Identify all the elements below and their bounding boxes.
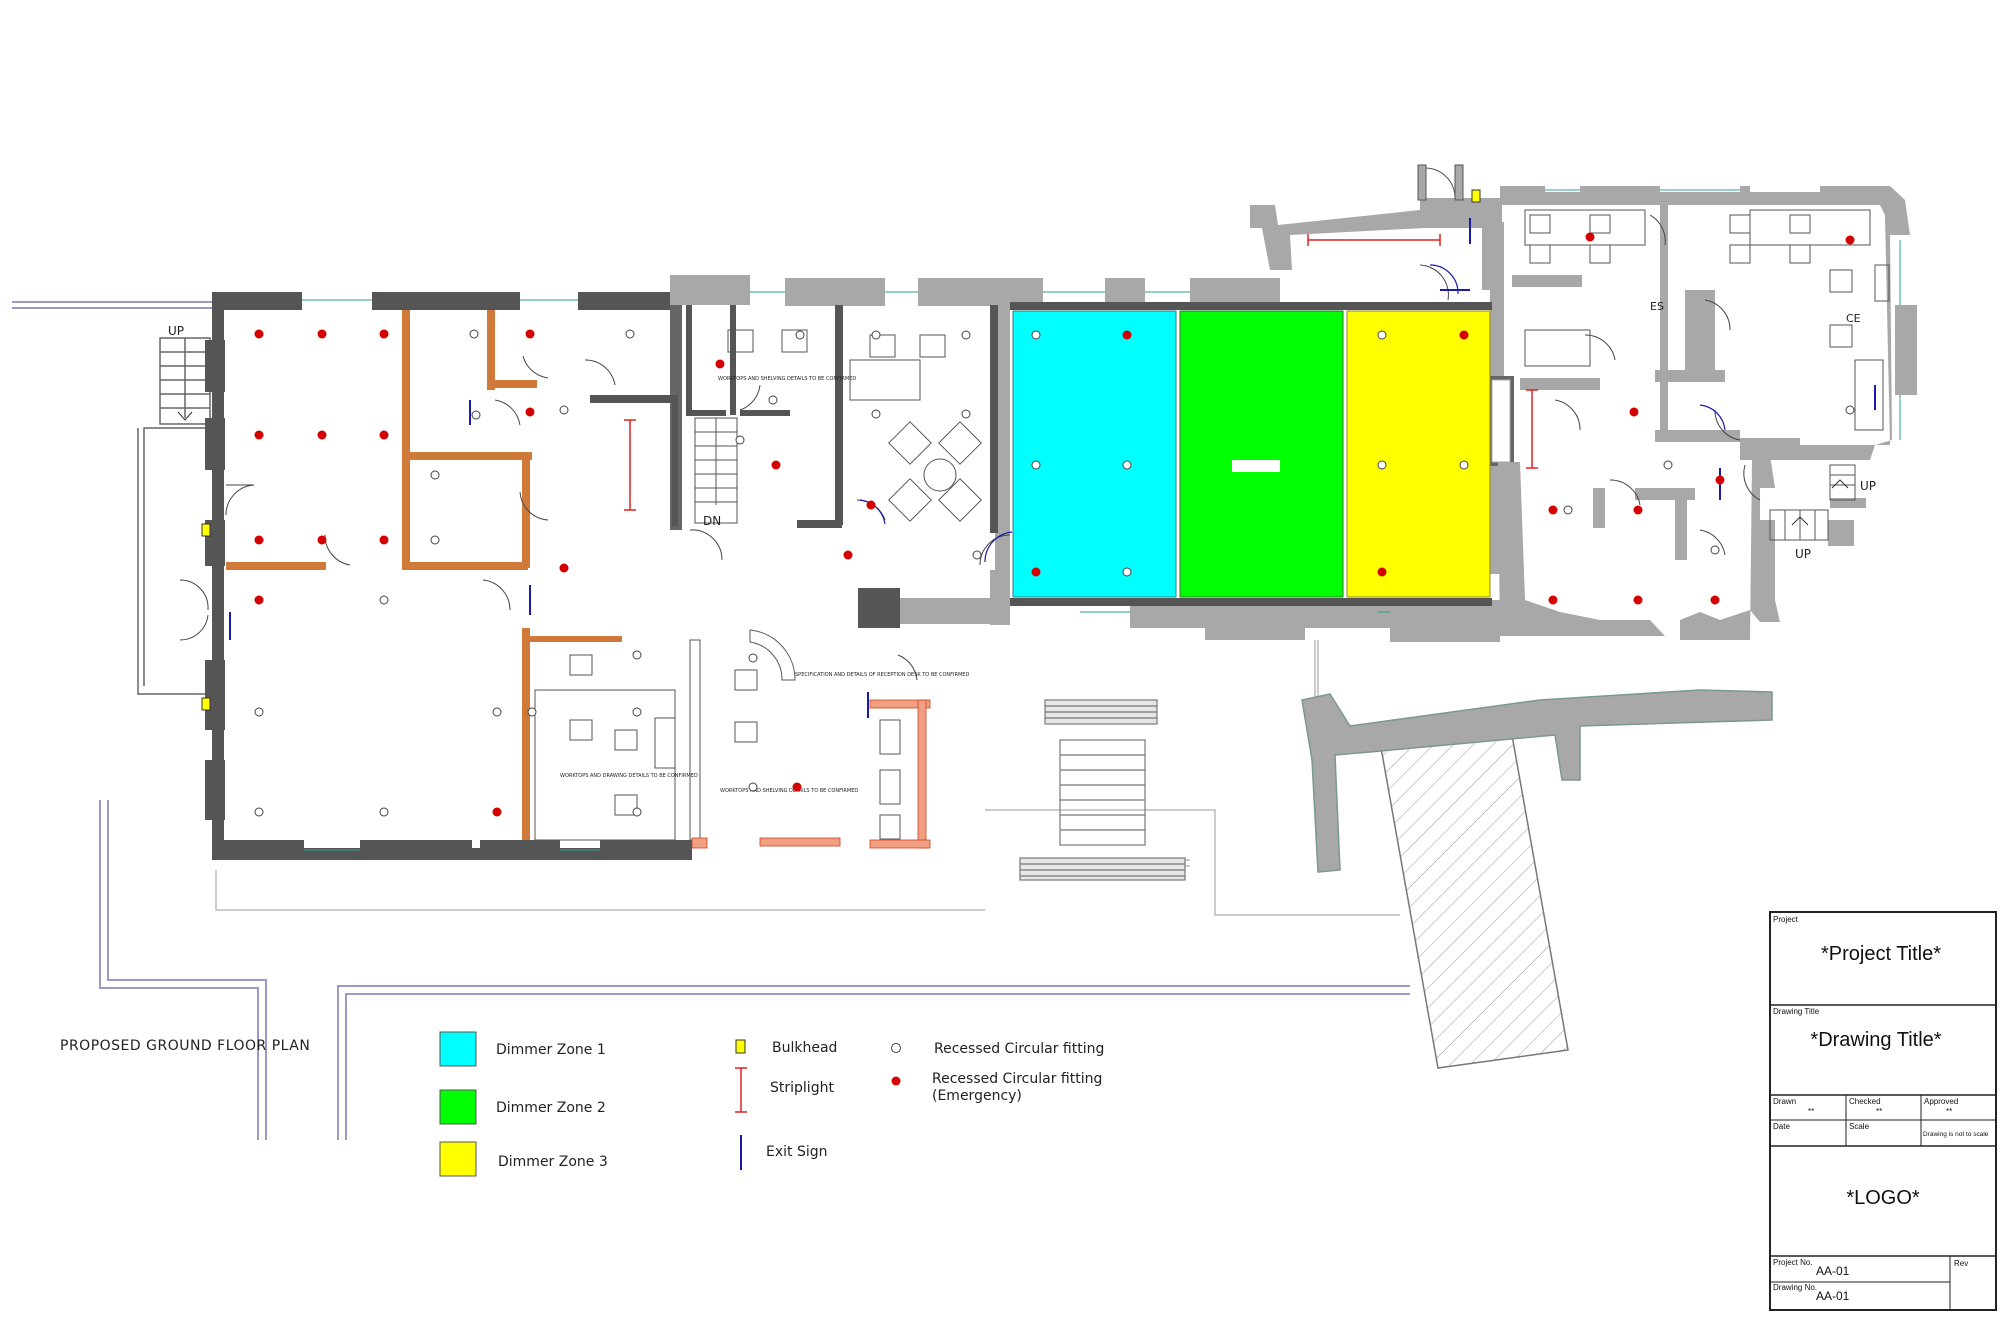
doors <box>179 214 1761 681</box>
internal-walls <box>226 310 622 840</box>
legend-exit-sign-label: Exit Sign <box>766 1144 828 1160</box>
external-stair-left <box>137 337 211 695</box>
tb-rev-label: Rev <box>1954 1259 1968 1268</box>
tb-project-label: Project <box>1773 915 1799 924</box>
dimmer-zone-1-area <box>1012 310 1177 598</box>
tb-checked-value: ** <box>1876 1107 1882 1116</box>
external-stair-right <box>1769 464 1856 541</box>
ground-lines <box>215 640 1400 916</box>
bulkheads <box>201 189 1481 711</box>
retaining-wall <box>1301 689 1773 873</box>
zone-2-feature <box>1232 460 1280 472</box>
tb-drawing-no-label: Drawing No. <box>1773 1283 1817 1292</box>
furniture <box>534 209 1890 841</box>
up-label-right-1: UP <box>1860 479 1876 493</box>
emergency-fitting-icon <box>891 1076 901 1086</box>
tb-logo: *LOGO* <box>1846 1187 1920 1209</box>
legend-swatch-zone-3 <box>439 1141 477 1177</box>
up-label-right-2: UP <box>1795 547 1811 561</box>
legend-swatch-zone-1 <box>439 1031 477 1067</box>
legend-zone-3-label: Dimmer Zone 3 <box>498 1154 608 1170</box>
note-3: WORKTOPS AND DRAWING DETAILS TO BE CONFI… <box>560 773 698 779</box>
entrance-partitions <box>691 699 931 849</box>
tb-drawing-no: AA-01 <box>1816 1289 1850 1303</box>
room-label-ce: CE <box>1846 312 1861 325</box>
dn-label: DN <box>703 514 721 528</box>
ramp-hatched <box>1379 723 1569 1069</box>
legend-recessed-label: Recessed Circular fitting <box>934 1041 1104 1057</box>
legend-swatch-zone-2 <box>439 1089 477 1125</box>
external-steps-centre <box>1019 699 1186 881</box>
legend-zone-1-label: Dimmer Zone 1 <box>496 1042 606 1058</box>
dimmer-zone-3-area <box>1346 310 1491 598</box>
exit-signs <box>229 218 1876 718</box>
legend-emergency-label-1: Recessed Circular fitting <box>932 1071 1102 1087</box>
tb-drawing-title: *Drawing Title* <box>1810 1029 1941 1051</box>
site-lines <box>12 301 1410 1140</box>
note-1: WORKTOPS AND SHELVING DETAILS TO BE CONF… <box>718 376 856 382</box>
note-2: SPECIFICATION AND DETAILS OF RECEPTION D… <box>795 672 969 678</box>
striplights <box>624 234 1538 511</box>
tb-project-title: *Project Title* <box>1821 943 1941 965</box>
tb-scale-label: Scale <box>1849 1122 1870 1131</box>
legend: Dimmer Zone 1 Dimmer Zone 2 Dimmer Zone … <box>439 1031 1104 1177</box>
north-entrance <box>1417 164 1464 201</box>
tb-drawn-value: ** <box>1808 1107 1814 1116</box>
bulkhead-icon <box>735 1039 746 1054</box>
plan-title: PROPOSED GROUND FLOOR PLAN <box>60 1038 310 1054</box>
legend-bulkhead-label: Bulkhead <box>772 1040 837 1056</box>
up-label-left: UP <box>168 324 184 338</box>
title-block <box>1769 911 1997 1311</box>
tb-drawing-title-label: Drawing Title <box>1773 1007 1820 1016</box>
up-arrow-left <box>177 411 193 421</box>
note-4: WORKTOPS AND SHELVING DETAILS TO BE CONF… <box>720 788 858 794</box>
room-label-es: ES <box>1650 300 1664 313</box>
recessed-fittings <box>254 329 1855 817</box>
tb-project-no-label: Project No. <box>1773 1258 1813 1267</box>
emergency-fittings <box>254 232 1855 817</box>
tb-drawn-label: Drawn <box>1773 1097 1796 1106</box>
windows <box>302 189 1901 851</box>
legend-striplight-label: Striplight <box>770 1080 834 1096</box>
tb-approved-label: Approved <box>1924 1097 1958 1106</box>
recessed-fitting-icon <box>891 1043 901 1053</box>
legend-zone-2-label: Dimmer Zone 2 <box>496 1100 606 1116</box>
legend-emergency-label-2: (Emergency) <box>932 1088 1022 1104</box>
tb-project-no: AA-01 <box>1816 1264 1850 1278</box>
tb-scale-note: Drawing is not to scale <box>1923 1131 1989 1138</box>
dimmer-zone-2-area <box>1179 310 1344 598</box>
striplight-icon <box>735 1067 747 1113</box>
tb-checked-label: Checked <box>1849 1097 1881 1106</box>
tb-date-label: Date <box>1773 1122 1790 1131</box>
tb-approved-value: ** <box>1946 1107 1952 1116</box>
